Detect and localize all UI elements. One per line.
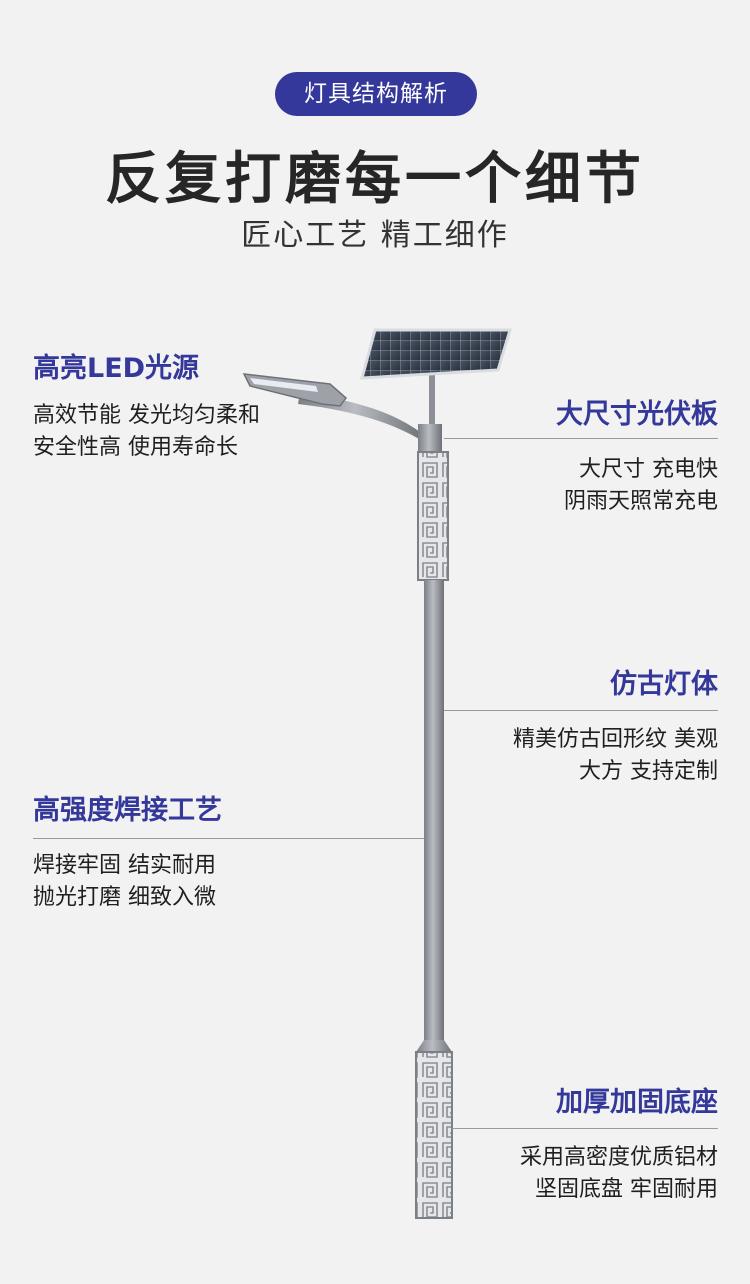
- welding-leader-line: [33, 838, 424, 839]
- feature-lamp-body-line-1: 精美仿古回形纹 美观: [513, 727, 718, 752]
- feature-welding: 高强度焊接工艺 焊接牢固 结实耐用 抛光打磨 细致入微: [33, 792, 222, 914]
- solar-panel: [360, 328, 513, 380]
- feature-lamp-body-title: 仿古灯体: [610, 669, 718, 700]
- feature-base-line-1: 采用高密度优质铝材: [519, 1145, 718, 1170]
- feature-base-title: 加厚加固底座: [556, 1087, 718, 1118]
- feature-led-line-1: 高效节能 发光均匀柔和: [33, 403, 260, 428]
- feature-base-line-2: 坚固底盘 牢固耐用: [535, 1177, 718, 1202]
- base-flare: [416, 1040, 452, 1052]
- section-badge: 灯具结构解析: [275, 72, 477, 116]
- feature-lamp-body: 仿古灯体 精美仿古回形纹 美观 大方 支持定制: [418, 666, 718, 788]
- upper-decor-section: [417, 451, 449, 581]
- panel-leader-line: [444, 438, 718, 439]
- feature-welding-line-1: 焊接牢固 结实耐用: [33, 853, 216, 878]
- base-decor-section: [415, 1051, 453, 1219]
- feature-lamp-body-line-2: 大方 支持定制: [579, 759, 718, 784]
- led-lamp-head: [242, 373, 348, 407]
- feature-welding-title: 高强度焊接工艺: [33, 795, 222, 826]
- lamp-body-leader-line: [444, 710, 718, 711]
- pole-top-collar: [418, 424, 442, 454]
- page-title: 反复打磨每一个细节: [105, 147, 645, 212]
- feature-panel-line-1: 大尺寸 充电快: [579, 457, 718, 482]
- feature-led-title: 高亮LED光源: [33, 353, 200, 384]
- feature-led-line-2: 安全性高 使用寿命长: [33, 435, 238, 460]
- feature-panel-line-2: 阴雨天照常充电: [563, 489, 718, 514]
- main-pole: [424, 580, 444, 1040]
- feature-led-light: 高亮LED光源 高效节能 发光均匀柔和 安全性高 使用寿命长: [33, 350, 260, 464]
- feature-solar-panel: 大尺寸光伏板 大尺寸 充电快 阴雨天照常充电: [418, 396, 718, 518]
- panel-support: [429, 365, 435, 427]
- feature-panel-title: 大尺寸光伏板: [556, 399, 718, 430]
- page-subtitle: 匠心工艺 精工细作: [241, 218, 509, 253]
- base-leader-line: [452, 1128, 718, 1129]
- feature-welding-line-2: 抛光打磨 细致入微: [33, 885, 216, 910]
- feature-base: 加厚加固底座 采用高密度优质铝材 坚固底盘 牢固耐用: [418, 1084, 718, 1206]
